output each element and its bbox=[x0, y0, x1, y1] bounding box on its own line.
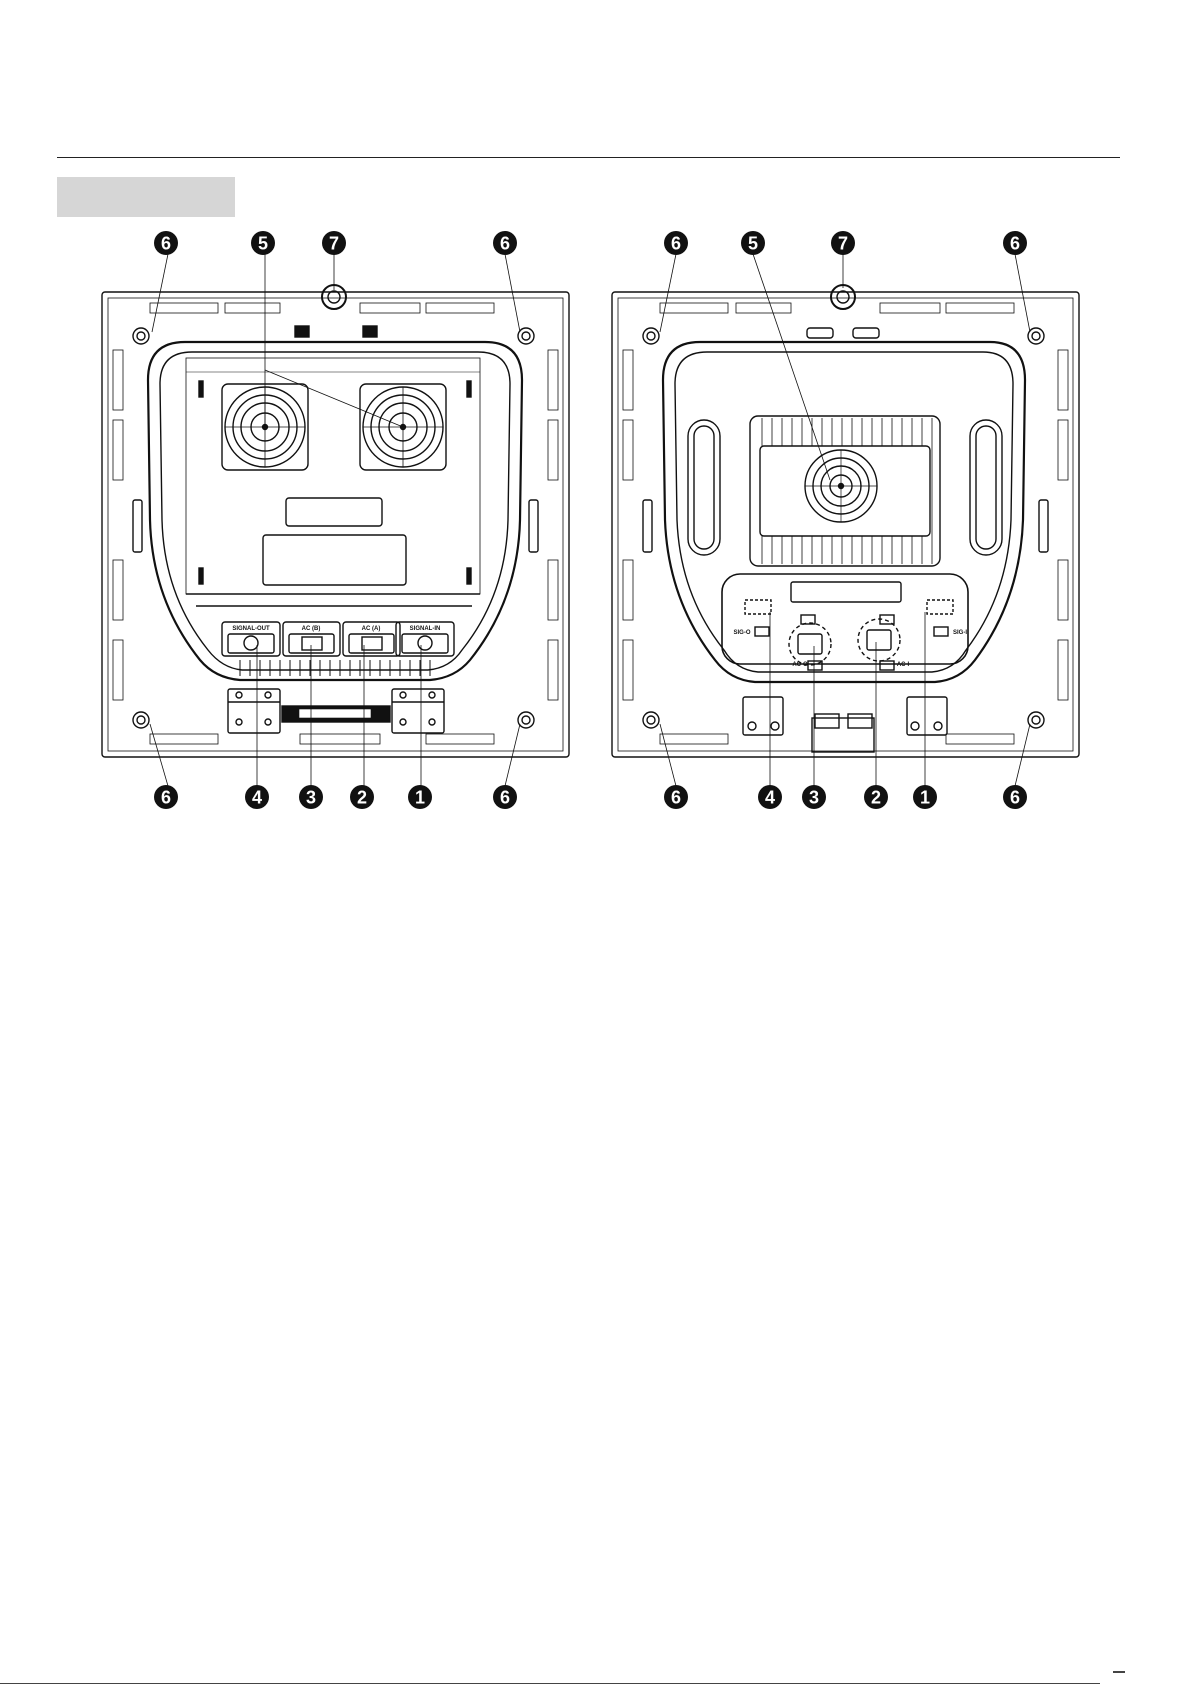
right-fan bbox=[805, 450, 877, 522]
callouts-right-top: 6 5 7 6 bbox=[664, 231, 1027, 255]
callouts-right-bottom: 6 4 3 2 1 6 bbox=[664, 785, 1027, 809]
callout-badge: 7 bbox=[838, 234, 848, 254]
right-hanging-loop bbox=[831, 285, 855, 309]
right-cabinet bbox=[612, 254, 1079, 786]
left-bottom-brackets bbox=[228, 689, 444, 733]
callout-badge: 5 bbox=[258, 234, 268, 254]
callout-badge: 6 bbox=[161, 788, 171, 808]
callout-badge: 6 bbox=[500, 788, 510, 808]
left-vent-slots bbox=[240, 660, 430, 676]
callout-badge: 6 bbox=[671, 788, 681, 808]
callout-badge: 2 bbox=[871, 788, 881, 808]
callout-badge: 6 bbox=[671, 234, 681, 254]
port-label-ac-b: AC (B) bbox=[302, 626, 321, 632]
callout-badge: 6 bbox=[1010, 788, 1020, 808]
port-label-ac-a: AC (A) bbox=[362, 626, 381, 632]
callout-badge: 3 bbox=[306, 788, 316, 808]
callout-badge: 7 bbox=[329, 234, 339, 254]
left-port-labels: SIGNAL-OUT AC (B) AC (A) SIGNAL-IN bbox=[232, 626, 440, 632]
port-label-ac-i: AC-I bbox=[897, 662, 910, 668]
callout-badge: 3 bbox=[809, 788, 819, 808]
port-label-signal-out: SIGNAL-OUT bbox=[232, 626, 270, 632]
port-label-sig-i: SIG-I bbox=[953, 630, 967, 636]
left-cabinet bbox=[102, 254, 569, 786]
left-corner-screws bbox=[133, 328, 534, 728]
port-label-signal-in: SIGNAL-IN bbox=[410, 626, 441, 632]
callout-badge: 6 bbox=[161, 234, 171, 254]
callout-badge: 6 bbox=[1010, 234, 1020, 254]
callout-badge: 2 bbox=[357, 788, 367, 808]
callouts-left-bottom: 6 4 3 2 1 6 bbox=[154, 785, 517, 809]
callout-badge: 1 bbox=[415, 788, 425, 808]
right-connectors bbox=[745, 600, 953, 670]
port-label-ac-o: AC-O bbox=[792, 662, 808, 668]
left-frame-ribs bbox=[113, 303, 558, 744]
callout-badge: 1 bbox=[920, 788, 930, 808]
right-bottom-brackets bbox=[743, 697, 947, 752]
callouts-left-top: 6 5 7 6 bbox=[154, 231, 517, 255]
callout-badge: 4 bbox=[252, 788, 262, 808]
footer-corner-mark bbox=[1113, 1671, 1125, 1673]
port-label-sig-o: SIG-O bbox=[733, 630, 750, 636]
callout-badge: 4 bbox=[765, 788, 775, 808]
footer-rule bbox=[0, 1683, 1100, 1684]
callout-badge: 6 bbox=[500, 234, 510, 254]
callout-badge: 5 bbox=[748, 234, 758, 254]
